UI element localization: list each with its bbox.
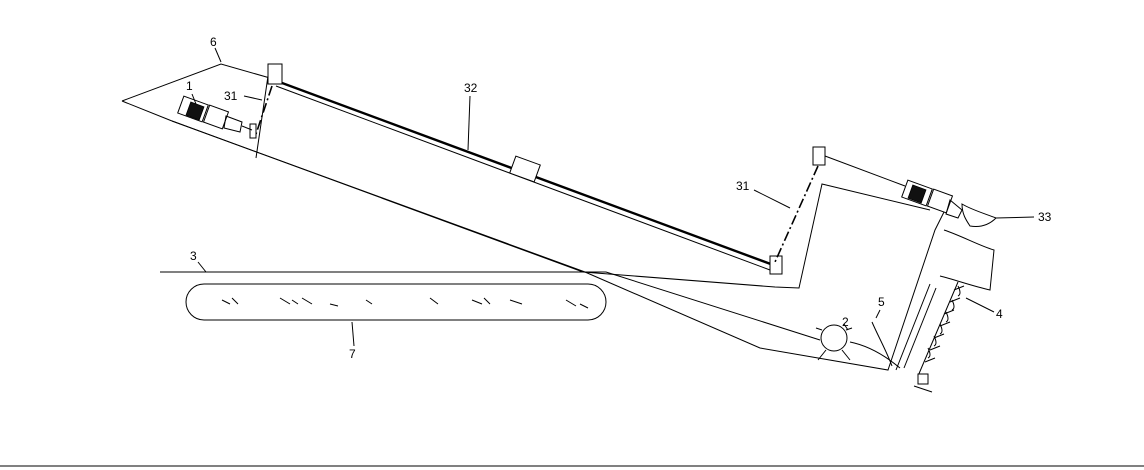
- chassis-lower-line: [160, 271, 821, 341]
- label-5: 5: [878, 295, 885, 309]
- upper-sprocket-bracket: [267, 63, 283, 85]
- label-3: 3: [190, 249, 197, 263]
- label-2: 2: [842, 315, 849, 329]
- frame-inner-rail: [171, 120, 931, 289]
- motor-left: [177, 95, 257, 139]
- discharge-spout: [939, 203, 997, 291]
- label-31-left: 31: [224, 89, 238, 103]
- chain-tensioner-block: [509, 155, 541, 183]
- chain-31-left: [255, 85, 273, 135]
- frame-outline-top: [121, 63, 271, 102]
- chain-31-upper-link: [824, 155, 906, 187]
- frame-outline-bottom-left: [121, 100, 173, 122]
- guide-5: [871, 321, 893, 367]
- label-32: 32: [464, 81, 478, 95]
- label-4: 4: [996, 307, 1003, 321]
- right-lower-sprocket-bracket: [769, 255, 783, 275]
- label-7: 7: [349, 347, 356, 361]
- label-1: 1: [186, 79, 193, 93]
- label-33: 33: [1038, 210, 1052, 224]
- motor-right: [901, 179, 963, 219]
- leader-lines: [191, 47, 1035, 347]
- pipe-body-7: [185, 283, 607, 321]
- right-upper-sprocket-bracket: [812, 146, 826, 166]
- sprocket-2: [815, 324, 901, 369]
- chassis-long-line: [171, 120, 586, 273]
- hopper-bottom: [584, 211, 945, 371]
- chain-31-right: [774, 165, 819, 263]
- label-31-right: 31: [736, 179, 750, 193]
- scraper-buckets: [895, 281, 965, 393]
- label-6: 6: [210, 35, 217, 49]
